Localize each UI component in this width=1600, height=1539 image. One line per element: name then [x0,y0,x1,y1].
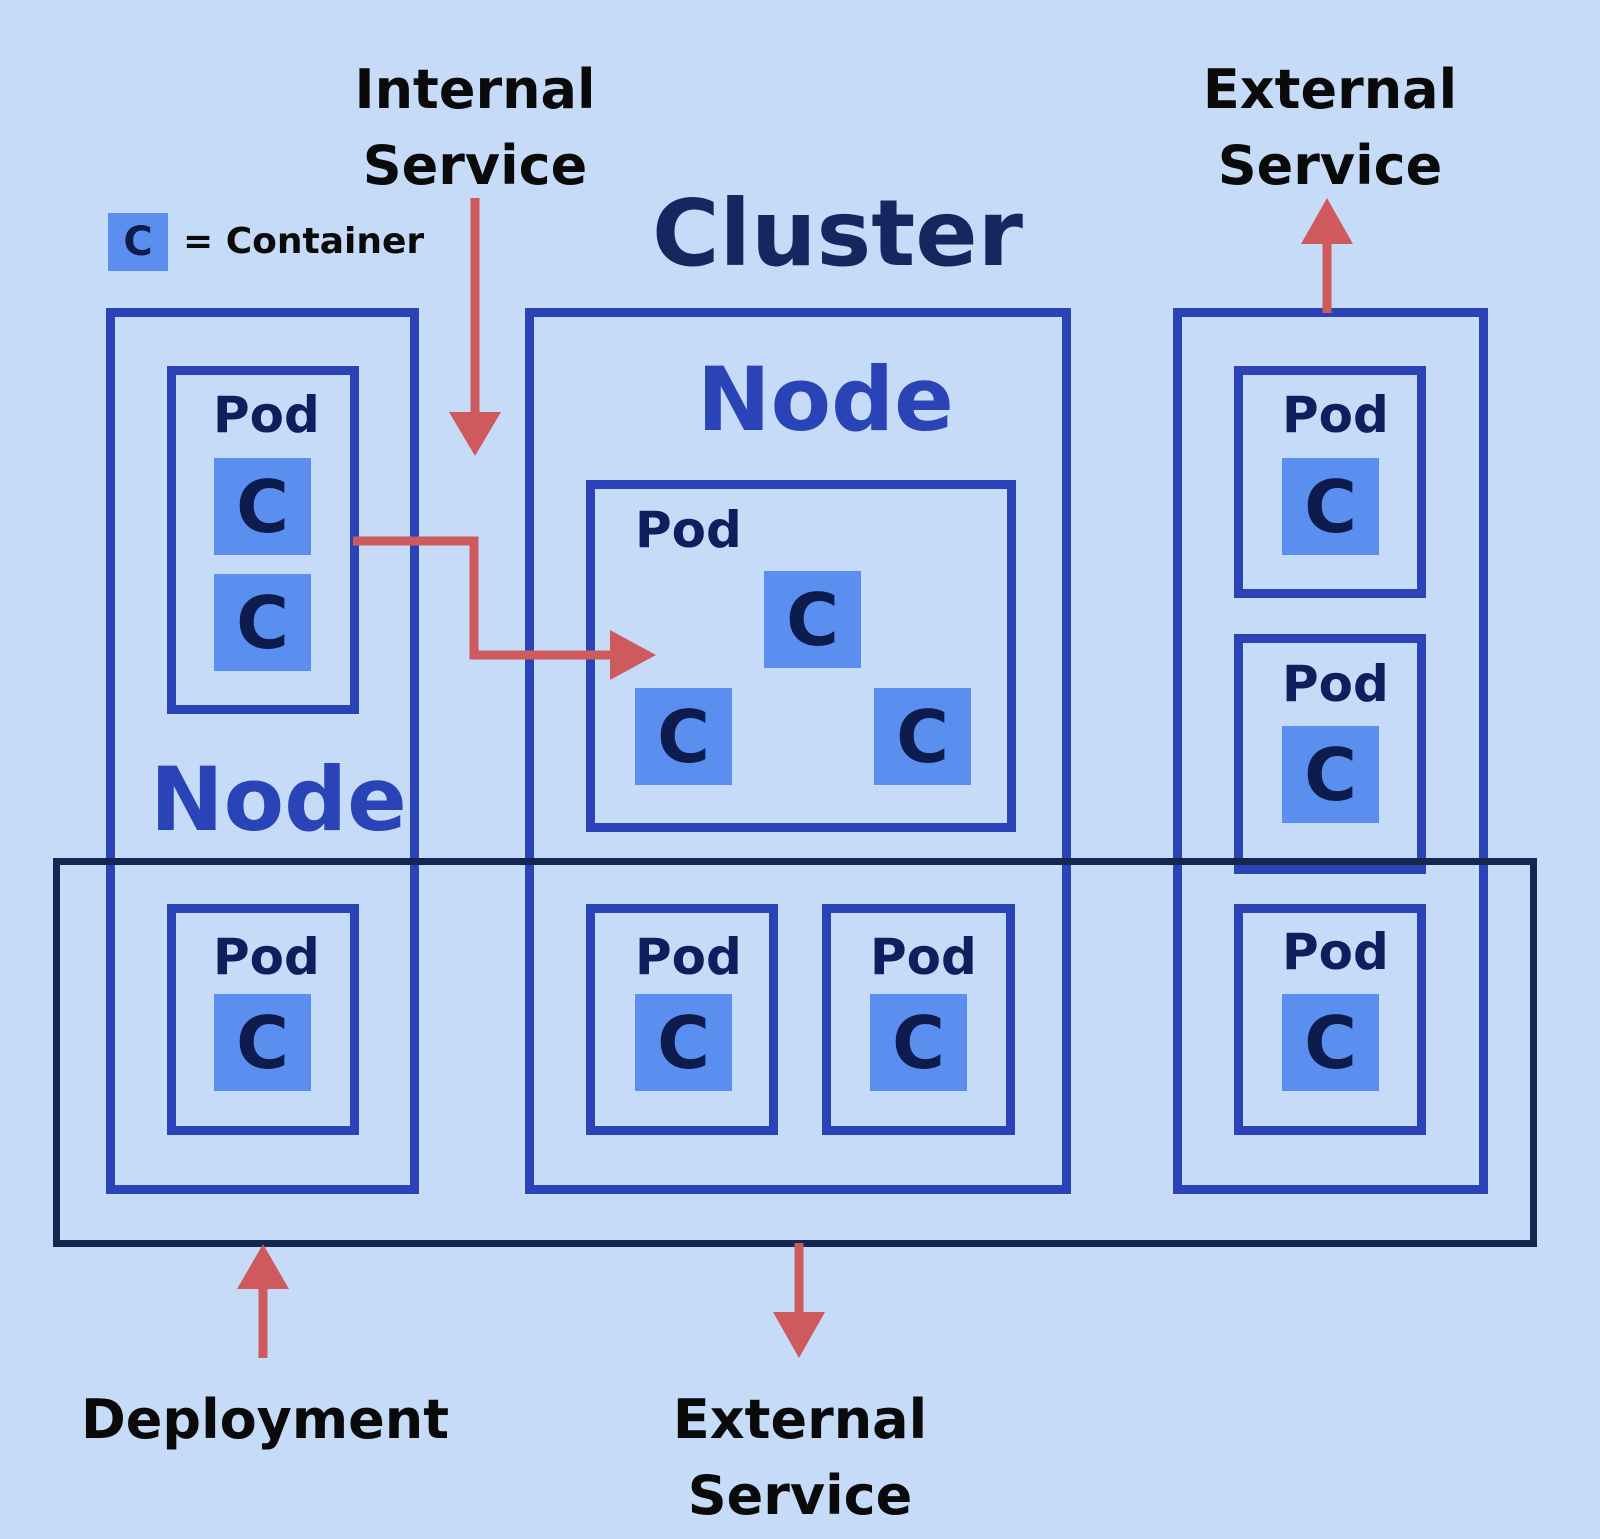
container: C [635,688,732,785]
container: C [1282,726,1379,823]
deployment-arrowhead [237,1244,289,1289]
container: C [1282,994,1379,1091]
legend-container-text: = Container [183,221,425,262]
external-service-top-label: External Service [1170,52,1490,203]
container: C [874,688,971,785]
external-service-top-line2: Service [1217,133,1443,197]
external-service-top-line1: External [1202,58,1458,121]
container: C [214,458,311,555]
internal-service-label: Internal Service [330,52,620,203]
external-service-top-arrowhead [1301,198,1353,244]
pod-label: Pod [213,386,320,444]
pod-label: Pod [635,928,742,986]
external-service-bottom-line1: External [672,1388,928,1451]
pod-right-1 [1234,366,1426,598]
internal-service-line2: Service [362,133,588,197]
deployment-label: Deployment [80,1388,450,1451]
pod-label: Pod [870,928,977,986]
pod-label: Pod [1282,923,1389,981]
pod-left-bottom [167,904,359,1135]
container: C [1282,458,1379,555]
container: C [764,571,861,668]
pod-middle-bottom-left [586,904,778,1135]
external-service-bottom-label: External Service [640,1382,960,1533]
container: C [214,994,311,1091]
external-service-bottom-arrowhead [773,1312,825,1358]
pod-label: Pod [213,928,320,986]
pod-label: Pod [1282,386,1389,444]
pod-to-pod-arrowhead [610,630,656,680]
pod-label: Pod [1282,655,1389,713]
cluster-title: Cluster [652,180,1024,287]
pod-right-2 [1234,634,1426,874]
node-left [106,308,419,1194]
internal-service-arrowhead [449,412,501,456]
pod-right-3 [1234,904,1426,1135]
legend-container-swatch: C [108,213,168,271]
container: C [635,994,732,1091]
node-middle [525,308,1071,1194]
pod-middle-bottom-right [822,904,1015,1135]
external-service-bottom-line2: Service [687,1463,913,1527]
node-middle-label: Node [697,348,954,451]
pod-label: Pod [635,501,742,559]
pod-to-pod-arrow-shaft [353,536,612,660]
node-left-label: Node [150,748,407,851]
container: C [870,994,967,1091]
internal-service-line1: Internal [354,58,596,121]
container: C [214,574,311,671]
